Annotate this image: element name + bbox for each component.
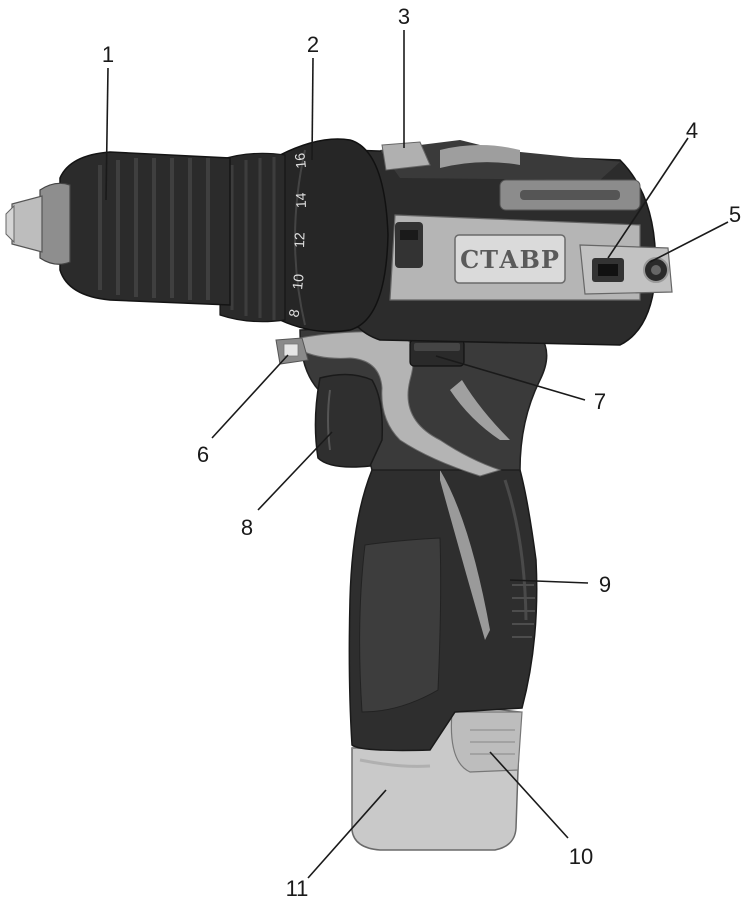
grip-ribs [512,584,535,638]
vent-slots [395,222,423,268]
callout-leader-lines [105,30,729,879]
leader-2 [311,57,314,161]
chuck-grip-ribs [98,158,210,300]
dial-mark-10: 10 [289,273,307,290]
dial-mark-14: 14 [292,192,309,208]
callout-10: 10 [569,844,593,869]
leader-11 [307,789,387,879]
leader-10 [489,751,569,839]
callout-11: 11 [286,876,309,901]
brand-logo: СТАВР [460,245,560,274]
trigger [314,373,384,468]
clutch-dial-numbers: 8 10 12 14 16 [285,152,309,319]
dial-mark-12: 12 [291,232,308,248]
torque-clutch-ring: 8 10 12 14 16 [279,138,389,333]
leader-8 [257,431,333,511]
side-panel: СТАВР [389,214,641,301]
callout-4: 4 [686,118,698,143]
leader-1 [105,67,109,201]
belt-clip [579,244,673,295]
leader-6 [211,354,289,439]
leader-4 [607,137,689,259]
leader-9 [509,579,589,584]
leader-7 [435,355,586,401]
callout-1: 1 [102,42,114,67]
callout-7: 7 [594,389,606,414]
leader-5 [649,221,729,263]
dial-mark-16: 16 [291,152,309,169]
gearbox-collar [219,152,286,323]
dial-mark-8: 8 [285,307,302,318]
callout-8: 8 [241,515,253,540]
callout-5: 5 [729,202,741,227]
gear-selector [381,141,520,171]
battery-latch [450,711,523,773]
keyless-chuck [5,151,231,306]
led-light [275,337,309,365]
bit-socket [643,257,669,283]
callout-6: 6 [197,442,209,467]
bit-holder-clip [499,179,641,211]
rubber-grip-handle [348,449,538,752]
motor-housing: СТАВР [344,140,657,346]
callout-3: 3 [398,4,410,29]
callout-9: 9 [599,572,611,597]
callout-2: 2 [307,32,319,57]
callout-numbers: 1 2 3 4 5 6 7 8 9 10 11 [102,4,741,901]
